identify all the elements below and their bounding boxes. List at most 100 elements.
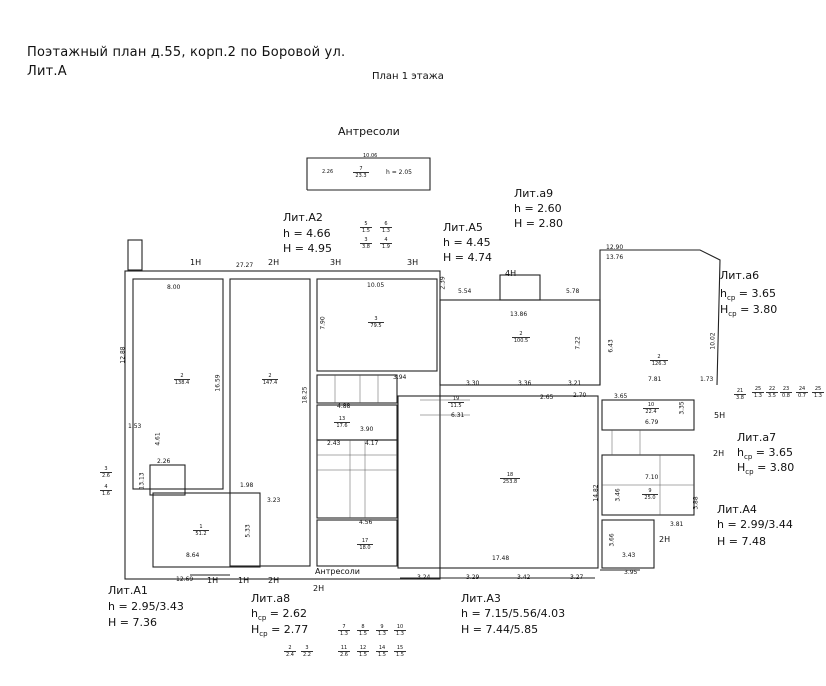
dim-label: 3.66 bbox=[608, 533, 616, 547]
fraction-num: 12 bbox=[357, 645, 369, 652]
lit-a8-h-row: hср = 2.62 bbox=[251, 608, 307, 622]
dim-label: 7.81 bbox=[648, 376, 662, 383]
plan-subtitle: План 1 этажа bbox=[372, 71, 444, 82]
dim-label: 17.48 bbox=[492, 555, 510, 562]
fraction-den: 1.3 bbox=[382, 228, 390, 234]
fraction-den: 1.5 bbox=[359, 652, 367, 658]
lit-a2-h: h = 4.66 bbox=[283, 227, 331, 240]
room-wall-a9 bbox=[499, 274, 541, 301]
dim-label: 4.88 bbox=[337, 403, 351, 410]
entrance-label: 2Н bbox=[268, 258, 280, 267]
lit-a7-H-sub: ср bbox=[745, 468, 754, 477]
outer-wall-west bbox=[124, 270, 441, 580]
lit-a4-h: h = 2.99/3.44 bbox=[717, 518, 793, 531]
fraction-den: 2.4 bbox=[286, 652, 294, 658]
dim-label: 27.27 bbox=[236, 262, 254, 269]
small-rooms-wc bbox=[316, 439, 398, 519]
fraction-num: 24 bbox=[796, 386, 808, 393]
fraction-den: 1.9 bbox=[382, 244, 390, 250]
dim-label: 3.95 bbox=[624, 569, 638, 576]
fraction-den: 1.3 bbox=[814, 393, 822, 399]
lit-a8-H-val: = 2.77 bbox=[271, 623, 309, 636]
room-no: 2 bbox=[650, 354, 668, 361]
fraction-den: 1.3 bbox=[340, 631, 348, 637]
lit-a1-title: Лит.А1 bbox=[108, 584, 148, 597]
dim-label: 2.70 bbox=[573, 392, 587, 399]
dim-label: 7.22 bbox=[574, 336, 582, 350]
room-area: 22.4 bbox=[645, 409, 657, 415]
entrance-label: 4Н bbox=[505, 269, 517, 278]
dim-label: 3.88 bbox=[692, 496, 700, 510]
room-area: 100.5 bbox=[513, 338, 529, 344]
fraction-num: 11 bbox=[338, 645, 350, 652]
dim-label: 13.76 bbox=[606, 254, 624, 261]
lit-a5-H: H = 4.74 bbox=[443, 251, 492, 264]
dim-label: 3.30 bbox=[466, 380, 480, 387]
lit-a3-H: H = 7.44/5.85 bbox=[461, 623, 539, 636]
lit-a6-H-sub: ср bbox=[728, 310, 737, 319]
fraction-den: 2.6 bbox=[102, 473, 110, 479]
lit-a6-H: H bbox=[720, 303, 729, 316]
fraction-num: 7 bbox=[338, 624, 350, 631]
dim-label: 4.17 bbox=[365, 440, 379, 447]
fraction-den: 3.8 bbox=[362, 244, 370, 250]
dim-label: 13.13 bbox=[138, 472, 146, 490]
dim-label: 6.43 bbox=[607, 339, 615, 353]
fraction-num: 14 bbox=[376, 645, 388, 652]
dim-label: 2.43 bbox=[327, 440, 341, 447]
fraction-num: 5 bbox=[360, 221, 372, 228]
plan-lit: Лит.А bbox=[27, 64, 67, 79]
lit-a1-h: h = 2.95/3.43 bbox=[108, 600, 184, 613]
mezz-room-label: 7 23.3 bbox=[353, 166, 369, 179]
room-area: 51.2 bbox=[195, 531, 207, 537]
room-area: 25.0 bbox=[644, 495, 656, 501]
lit-a8-h-val: = 2.62 bbox=[269, 607, 307, 620]
lit-a6-title: Лит.а6 bbox=[720, 269, 760, 282]
small-rooms-low bbox=[316, 519, 398, 567]
lit-a3-h: h = 7.15/5.56/4.03 bbox=[461, 607, 566, 620]
fraction-num: 3 bbox=[360, 237, 372, 244]
lit-a8-title: Лит.а8 bbox=[251, 592, 291, 605]
dim-label: 7.90 bbox=[319, 316, 327, 330]
lit-a7-h: h bbox=[737, 446, 744, 459]
entrance-label: 2Н bbox=[713, 449, 725, 458]
dim-label: 3.46 bbox=[614, 488, 622, 502]
dim-label: 12.88 bbox=[119, 346, 127, 364]
dim-label: 4.56 bbox=[359, 519, 373, 526]
lit-a4-H: H = 7.48 bbox=[717, 535, 766, 548]
lit-a8-h: h bbox=[251, 607, 258, 620]
room-no: 17 bbox=[357, 538, 373, 545]
fraction-den: 1.5 bbox=[359, 631, 367, 637]
lit-a7-H-val: = 3.80 bbox=[757, 461, 795, 474]
fraction-num: 2 bbox=[284, 645, 296, 652]
dim-label: 5.78 bbox=[566, 288, 580, 295]
fraction-den: 0.8 bbox=[782, 393, 790, 399]
room-wall-2a bbox=[132, 278, 224, 490]
fraction-den: 1.3 bbox=[396, 631, 404, 637]
dim-label: 12.90 bbox=[606, 244, 624, 251]
room-area: 126.3 bbox=[651, 361, 667, 367]
fraction-den: 3.5 bbox=[768, 393, 776, 399]
room-wall-a3 bbox=[397, 395, 599, 569]
entrance-label: 5Н bbox=[714, 411, 726, 420]
dim-label: 3.23 bbox=[267, 497, 281, 504]
dim-label: 3.36 bbox=[518, 380, 532, 387]
dim-label: 12.69 bbox=[176, 576, 194, 583]
